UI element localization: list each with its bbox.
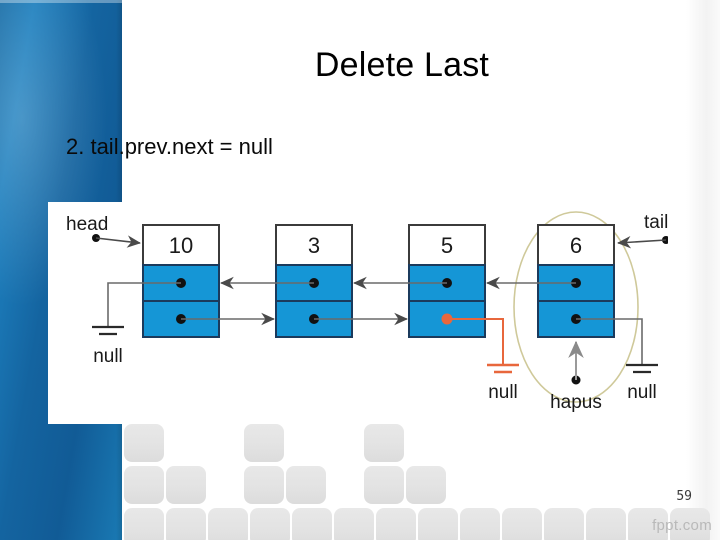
decor-square bbox=[124, 424, 164, 462]
head-pointer: head bbox=[66, 214, 141, 248]
node-value: 10 bbox=[169, 233, 193, 258]
decor-square bbox=[364, 424, 404, 462]
decor-square bbox=[334, 508, 374, 540]
decor-square bbox=[208, 508, 248, 540]
head-label: head bbox=[66, 214, 108, 235]
node-5: 5 bbox=[408, 224, 486, 338]
page-number: 59 bbox=[676, 489, 692, 504]
watermark-fppt: fppt.com bbox=[652, 517, 712, 534]
decor-square bbox=[376, 508, 416, 540]
decor-square bbox=[406, 466, 446, 504]
decor-square bbox=[166, 466, 206, 504]
decor-square bbox=[124, 508, 164, 540]
delete-highlight-ellipse bbox=[513, 211, 639, 403]
decor-square bbox=[586, 508, 626, 540]
decor-square bbox=[244, 424, 284, 462]
node-value: 5 bbox=[441, 233, 453, 258]
hapus-pointer: hapus bbox=[550, 340, 602, 413]
bullet-step-text: 2. tail.prev.next = null bbox=[66, 134, 273, 159]
node-value: 3 bbox=[308, 233, 320, 258]
decor-square bbox=[292, 508, 332, 540]
node-6: 6 bbox=[537, 224, 615, 338]
tail-label: tail bbox=[644, 212, 668, 233]
null-label: null bbox=[627, 382, 657, 403]
node-6-next-null: null bbox=[576, 318, 658, 403]
decor-square bbox=[364, 466, 404, 504]
decor-square bbox=[250, 508, 290, 540]
hapus-label: hapus bbox=[550, 392, 602, 413]
decor-square bbox=[166, 508, 206, 540]
decor-square bbox=[460, 508, 500, 540]
node-10: 10 bbox=[142, 224, 220, 338]
decor-square bbox=[244, 466, 284, 504]
decor-square bbox=[418, 508, 458, 540]
decor-square bbox=[286, 466, 326, 504]
decor-square bbox=[628, 508, 668, 540]
node-10-prev-null: null bbox=[92, 282, 181, 367]
decor-square bbox=[544, 508, 584, 540]
linked-list-svg: 10 head null 3 bbox=[66, 211, 668, 413]
node-3: 3 bbox=[275, 224, 353, 338]
page-title: Delete Last bbox=[314, 46, 490, 84]
tail-pointer: tail bbox=[617, 212, 668, 249]
null-label: null bbox=[488, 382, 518, 403]
linked-list-diagram: 10 head null 3 bbox=[48, 202, 668, 424]
decorative-square-pattern bbox=[0, 416, 720, 540]
null-label: null bbox=[93, 346, 123, 367]
decor-square bbox=[124, 466, 164, 504]
decor-square bbox=[502, 508, 542, 540]
node-value: 6 bbox=[570, 233, 582, 258]
band-top-notch bbox=[0, 0, 122, 3]
node-5-next-null-orange: null bbox=[447, 318, 519, 403]
